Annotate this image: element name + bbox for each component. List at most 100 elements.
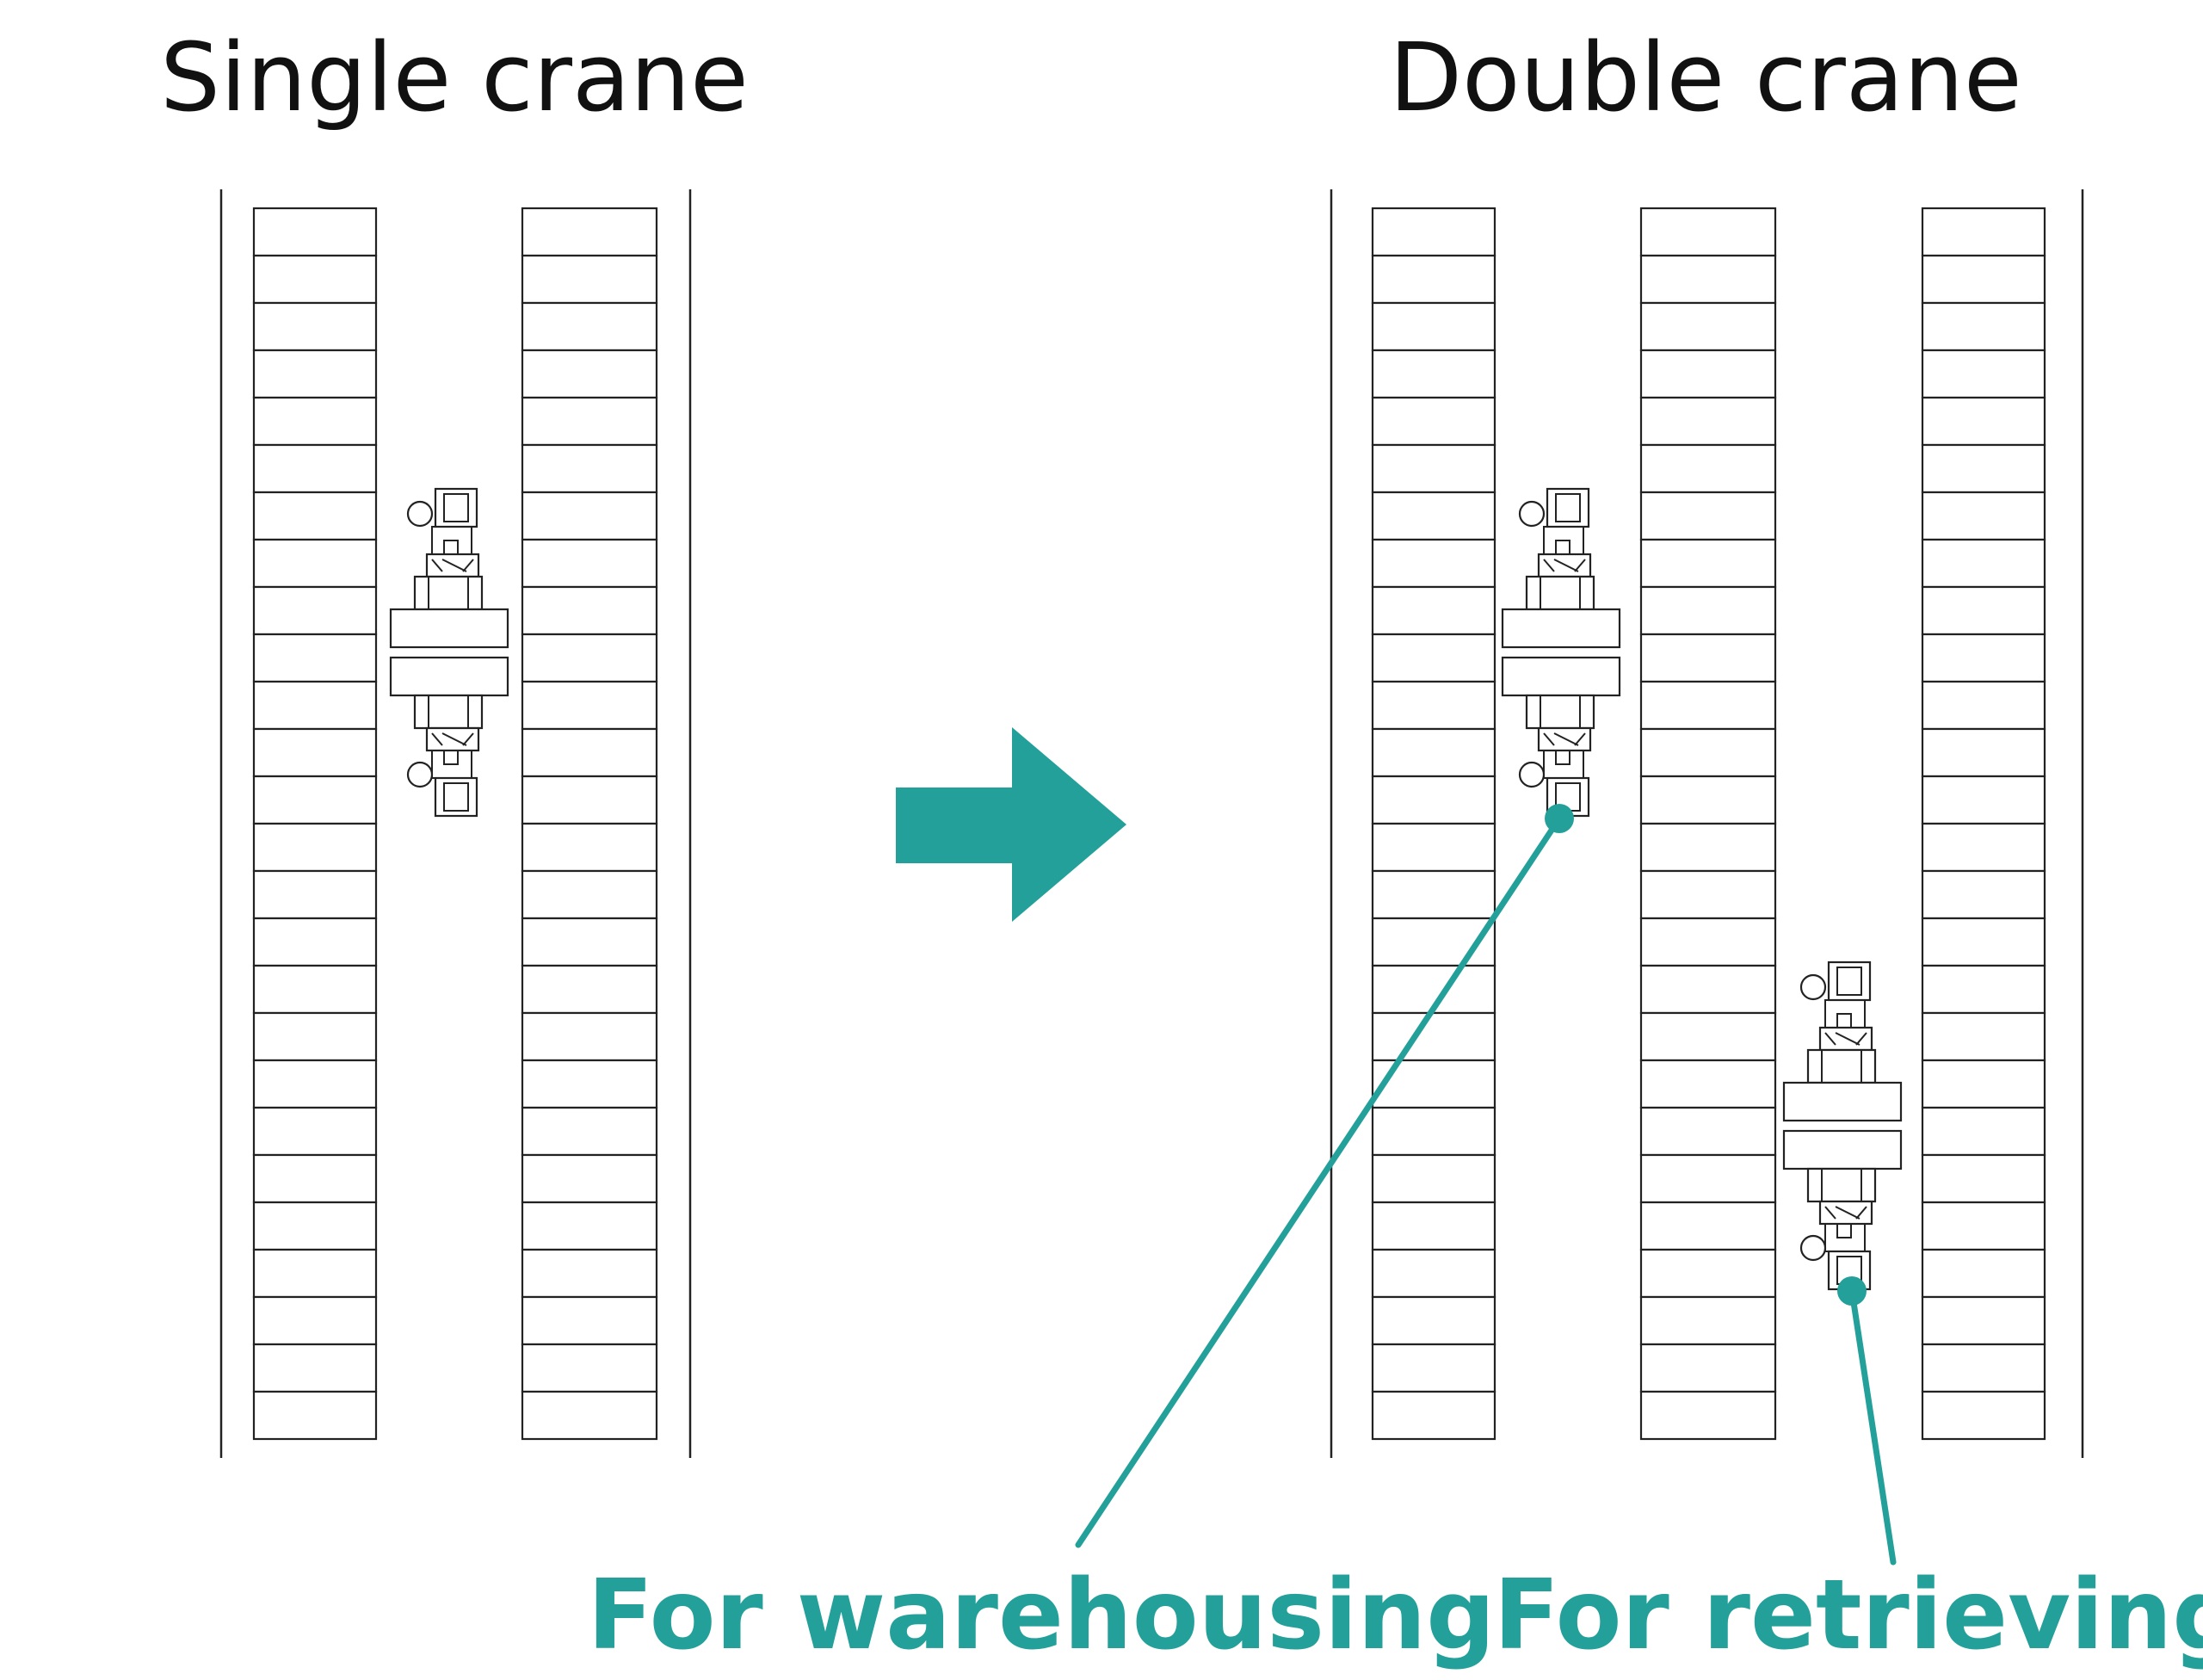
rack-cell [1371, 585, 1496, 636]
rack-cell [521, 1106, 658, 1157]
rack-cell [1921, 1343, 2046, 1393]
rack-cell [1371, 680, 1496, 731]
rack-cell [1371, 1343, 1496, 1393]
stacker-crane-icon [1782, 960, 1903, 1291]
rack-cell [252, 349, 378, 399]
rack-double-middle [1639, 207, 1777, 1441]
rack-cell [252, 207, 378, 257]
rack-cell [1921, 1153, 2046, 1204]
storage-racks [252, 207, 2046, 1441]
rack-cell [1639, 1248, 1777, 1299]
rack-cell [521, 538, 658, 589]
rack-cell [1639, 1153, 1777, 1204]
rack-cell [1921, 301, 2046, 352]
rack-cell [521, 254, 658, 305]
rack-cell [1639, 349, 1777, 399]
rack-cell [1639, 443, 1777, 494]
rack-cell [1639, 585, 1777, 636]
rack-cell [252, 538, 378, 589]
rack-cell [1371, 1248, 1496, 1299]
rack-cell [1371, 396, 1496, 447]
rack-cell [1371, 254, 1496, 305]
rack-cell [1639, 1059, 1777, 1109]
rack-cell [252, 254, 378, 305]
rack-cell [521, 822, 658, 873]
label-for-warehousing: For warehousing [588, 1560, 1496, 1671]
rack-cell [1371, 443, 1496, 494]
rack-cell [1921, 1011, 2046, 1062]
rack-cell [1639, 1201, 1777, 1251]
rack-cell [521, 585, 658, 636]
rack-cell [1371, 869, 1496, 920]
rack-cell [1921, 869, 2046, 920]
rack-cell [1371, 491, 1496, 541]
rack-cell [1921, 1248, 2046, 1299]
rack-cell [252, 1343, 378, 1393]
rack-cell [1921, 1106, 2046, 1157]
rack-cell [252, 964, 378, 1015]
rack-cell [252, 396, 378, 447]
rack-cell [1639, 964, 1777, 1015]
rack-cell [521, 1201, 658, 1251]
rack-cell [1921, 822, 2046, 873]
rack-cell [1639, 822, 1777, 873]
rack-cell [1921, 775, 2046, 825]
rack-cell [252, 491, 378, 541]
rack-cell [1921, 1295, 2046, 1346]
rack-cell [521, 1153, 658, 1204]
rack-cell [1639, 1295, 1777, 1346]
rack-cell [1921, 349, 2046, 399]
rack-cell [252, 1153, 378, 1204]
rack-cell [1639, 775, 1777, 825]
rack-cell [1921, 964, 2046, 1015]
rack-single-left [252, 207, 378, 1441]
rack-cell [521, 207, 658, 257]
rack-cell [521, 1295, 658, 1346]
rack-cell [1371, 727, 1496, 778]
rack-cell [1371, 1011, 1496, 1062]
rack-cell [1639, 727, 1777, 778]
rack-cell [521, 1011, 658, 1062]
rack-cell [1371, 1106, 1496, 1157]
rack-cell [1921, 585, 2046, 636]
rack-cell [1921, 1390, 2046, 1441]
rack-cell [521, 964, 658, 1015]
rack-cell [252, 869, 378, 920]
rack-cell [521, 301, 658, 352]
rack-cell [252, 917, 378, 967]
rack-cell [1371, 538, 1496, 589]
rack-cell [1639, 491, 1777, 541]
rack-cell [1371, 349, 1496, 399]
rack-cell [252, 1106, 378, 1157]
single-crane-walls [219, 189, 692, 1458]
rack-cell [521, 349, 658, 399]
rack-cell [252, 775, 378, 825]
rack-cell [1371, 1390, 1496, 1441]
callout-leaders [1075, 804, 1897, 1566]
rack-cell [252, 1201, 378, 1251]
label-for-retrieving: For retrieving [1494, 1560, 2203, 1671]
rack-cell [1371, 301, 1496, 352]
retrieving-leader-line [1848, 1288, 1897, 1566]
stacker-crane-icon [389, 487, 509, 818]
rack-cell [1371, 1201, 1496, 1251]
rack-cell [521, 1390, 658, 1441]
rack-cell [1639, 633, 1777, 683]
rack-cell [1639, 1106, 1777, 1157]
rack-cell [252, 680, 378, 731]
rack-cell [252, 585, 378, 636]
rack-cell [1639, 207, 1777, 257]
rack-cell [1921, 538, 2046, 589]
rack-single-right [521, 207, 658, 1441]
rack-cell [1639, 301, 1777, 352]
rack-cell [521, 917, 658, 967]
rack-cell [521, 1059, 658, 1109]
rack-cell [252, 1011, 378, 1062]
rack-cell [1639, 680, 1777, 731]
warehousing-leader-line [1075, 815, 1563, 1548]
rack-cell [1371, 1153, 1496, 1204]
title-double-crane: Double crane [1389, 22, 2021, 133]
stacker-crane-icon [1501, 487, 1621, 818]
rack-cell [1921, 207, 2046, 257]
rack-cell [1639, 396, 1777, 447]
